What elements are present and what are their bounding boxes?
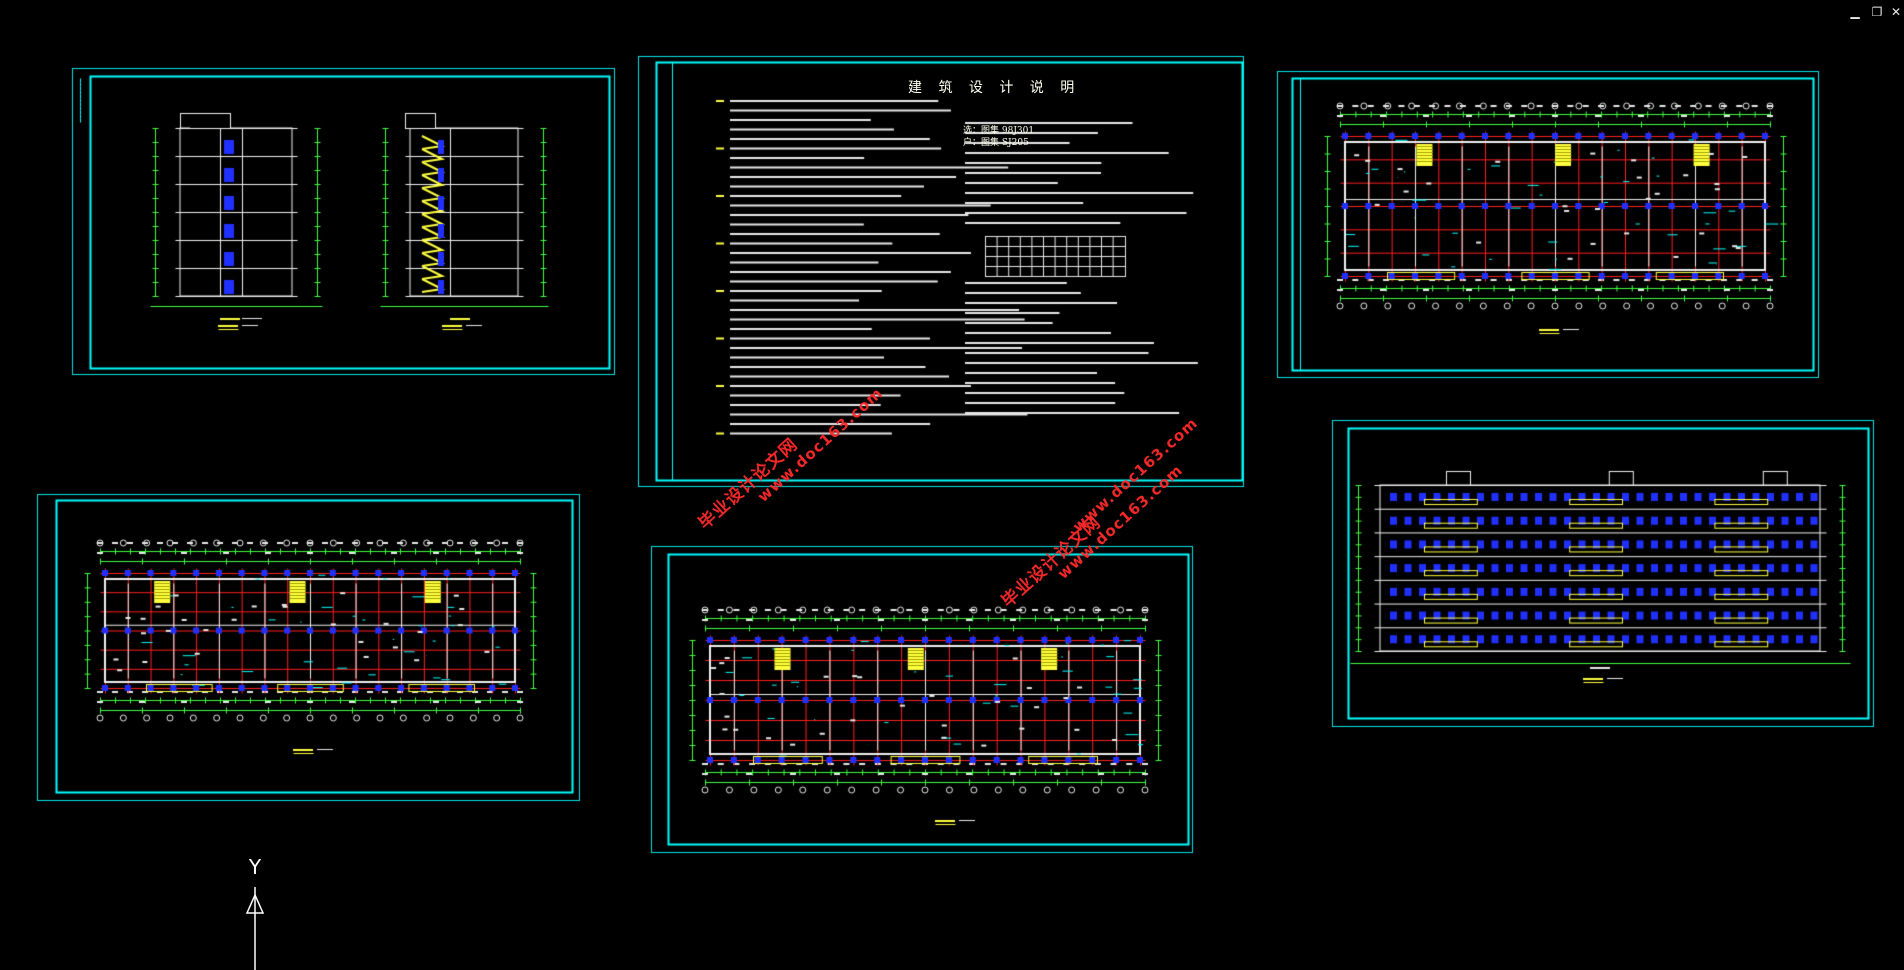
close-icon[interactable]: ✕ (1890, 5, 1902, 19)
std-ref-1: 选：图集 98J301 (963, 126, 1035, 136)
std-ref-2: 户：图集 SJ205 (963, 138, 1029, 148)
design-notes-title: 建 筑 设 计 说 明 (908, 80, 1081, 96)
minimize-icon[interactable]: ▁ (1850, 5, 1860, 19)
ucs-y-label: Y (248, 855, 262, 879)
restore-window-icon[interactable]: ❐ (1871, 5, 1883, 19)
ucs-icon: Y (240, 855, 270, 970)
